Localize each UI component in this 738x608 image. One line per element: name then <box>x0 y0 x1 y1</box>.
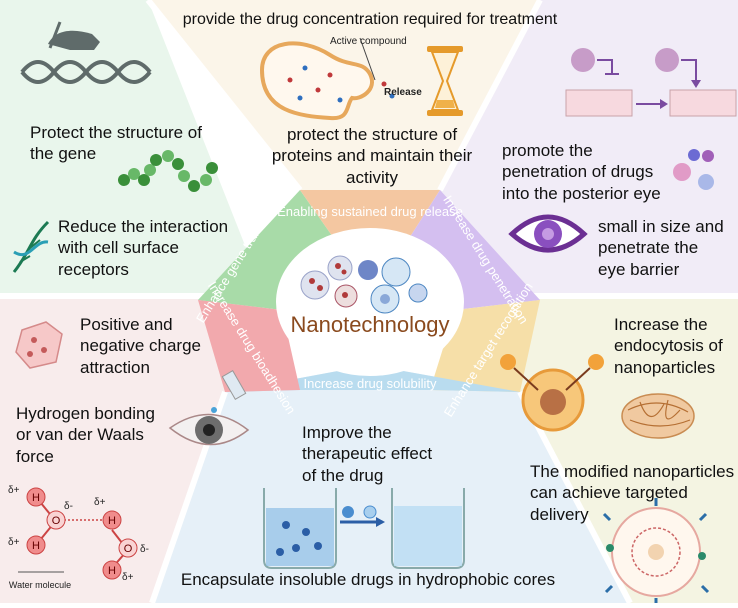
ring-sustained-segment <box>300 190 440 240</box>
target-modified-text: The modified nanoparticles can achieve t… <box>530 462 735 524</box>
penetration-promote-text: promote the penetration of drugs into th… <box>502 141 661 203</box>
solubility-encapsulate-text: Encapsulate insoluble drugs in hydrophob… <box>180 570 556 589</box>
ring-sustained-label: Enabling sustained drug release <box>277 204 463 219</box>
vesicle-icon <box>259 37 395 121</box>
beaker-icon <box>263 488 465 569</box>
bioadhesion-charge-text: Positive and negative charge attraction <box>80 315 201 377</box>
penetration-small-text: small in size and penetrate the eye barr… <box>598 217 724 279</box>
gene-panel-bg <box>0 0 265 296</box>
charge-minus-1: δ- <box>64 501 73 512</box>
cell-layer-icon <box>565 48 737 117</box>
charge-plus-3: δ+ <box>94 497 106 508</box>
charge-plus-1: δ+ <box>8 485 20 496</box>
atom-h2: H <box>32 540 40 552</box>
charge-plus-2: δ+ <box>8 537 20 548</box>
nanoparticles-icon <box>300 255 428 314</box>
atom-h1: H <box>32 492 40 504</box>
center-title: Nanotechnology <box>290 312 449 337</box>
cell-uptake-icon <box>500 354 604 432</box>
release-label: Release <box>384 87 422 98</box>
atom-h3: H <box>108 515 116 527</box>
atom-o2: O <box>124 543 133 555</box>
solubility-improve-text: Improve the therapeutic effect of the dr… <box>302 423 433 485</box>
ring-bioadhesion-segment <box>198 300 300 392</box>
charge-plus-4: δ+ <box>122 572 134 583</box>
water-molecule-icon: H O H H O H δ+ δ- δ+ δ+ δ- δ+ <box>8 485 149 583</box>
sustained-bottom-text: protect the structure of proteins and ma… <box>271 125 473 187</box>
bioadhesion-hbond-text: Hydrogen bonding or van der Waals force <box>16 404 155 466</box>
gene-reduce-text: Reduce the interaction with cell surface… <box>58 217 229 279</box>
sustained-top-text: provide the drug concentration required … <box>182 11 558 28</box>
eye-icon <box>508 214 588 253</box>
atom-o1: O <box>52 515 61 527</box>
nanoparticle-spheres-icon <box>673 149 714 190</box>
bead-chain-icon <box>118 150 218 192</box>
gene-protect-text: Protect the structure of the gene <box>30 123 202 164</box>
atom-h4: H <box>108 565 116 577</box>
ring-solubility-label: Increase drug solubility <box>304 376 437 391</box>
target-endocytosis-text: Increase the endocytosis of nanoparticle… <box>614 315 723 377</box>
mesh-ball-icon <box>621 393 695 439</box>
penetration-panel-bg <box>440 0 738 296</box>
dna-helix-icon <box>12 220 50 273</box>
water-molecule-label: Water molecule <box>9 580 71 590</box>
hand-dna-icon <box>20 21 152 84</box>
targeted-nanoparticle-icon <box>602 498 710 606</box>
active-compound-label: Active compound <box>330 36 407 47</box>
bioadhesion-panel-bg <box>0 296 265 603</box>
charge-minus-2: δ- <box>140 544 149 555</box>
center-ellipse <box>276 228 464 376</box>
hourglass-icon <box>427 46 463 116</box>
hexagon-cell-icon <box>15 321 63 369</box>
eye-drop-icon <box>168 370 250 446</box>
